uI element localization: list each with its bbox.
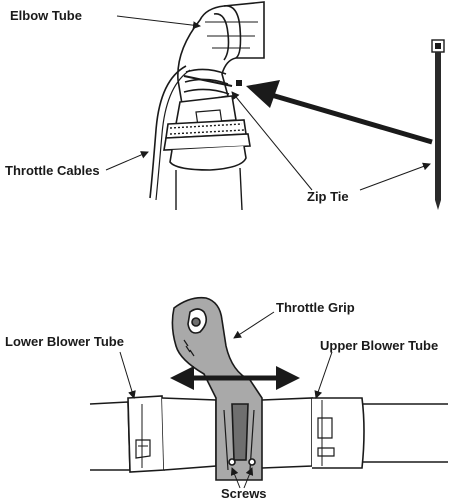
upper-blower-tube xyxy=(261,397,313,469)
throttle-grip xyxy=(171,296,263,481)
throttle-cable xyxy=(149,65,187,199)
label-throttle-grip: Throttle Grip xyxy=(276,300,355,315)
lower-blower-tube xyxy=(89,401,131,471)
install-arrow xyxy=(246,80,433,145)
screw xyxy=(248,458,256,466)
blower-tube-assembly xyxy=(89,395,448,473)
label-lower-blower-tube: Lower Blower Tube xyxy=(5,334,124,349)
label-elbow-tube: Elbow Tube xyxy=(10,8,82,23)
leader-throttle-grip xyxy=(233,311,275,339)
leader-upper-blower-tube xyxy=(314,351,333,399)
label-screws: Screws xyxy=(221,486,267,501)
slide-double-arrow xyxy=(170,366,300,390)
label-upper-blower-tube: Upper Blower Tube xyxy=(320,338,439,353)
leader-screw-left xyxy=(230,467,241,489)
elbow-tube-assembly xyxy=(149,1,265,211)
leader-zip-tie-right xyxy=(359,162,431,191)
label-zip-tie: Zip Tie xyxy=(307,189,349,204)
throttle-cable xyxy=(155,69,191,201)
leader-throttle-cables xyxy=(105,151,149,171)
leader-lower-blower-tube xyxy=(119,351,136,399)
leader-screw-right xyxy=(243,467,254,489)
zip-tie xyxy=(431,39,445,210)
leader-elbow-tube xyxy=(116,15,201,30)
screw xyxy=(228,458,236,466)
label-throttle-cables: Throttle Cables xyxy=(5,163,100,178)
leader-zip-tie-left xyxy=(231,91,313,191)
zip-tie-band xyxy=(183,75,233,87)
